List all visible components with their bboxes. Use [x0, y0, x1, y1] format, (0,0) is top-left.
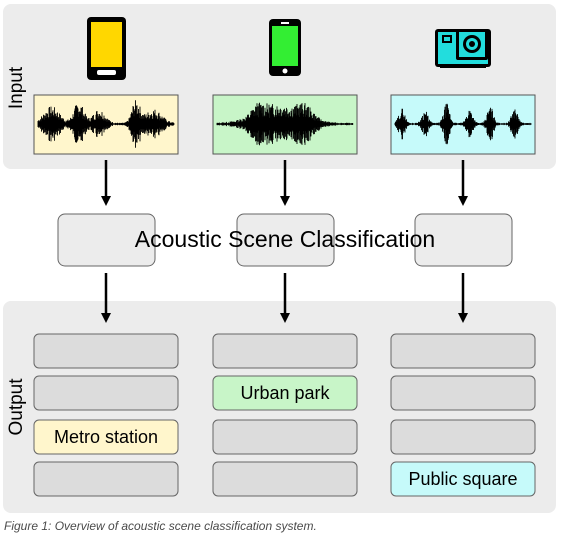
output-class-label: Urban park: [240, 383, 330, 403]
output-class-box-active: [390, 461, 536, 497]
waveform-box-3: [390, 94, 536, 155]
output-class-box: [390, 419, 536, 455]
output-label: Output: [6, 378, 27, 436]
classifier-box: [414, 213, 513, 267]
input-label: Input: [6, 66, 27, 109]
output-class-label: Public square: [408, 469, 517, 489]
output-class-box: [212, 461, 358, 497]
classifier-box: [236, 213, 335, 267]
audio-waveform: [37, 100, 175, 148]
classifier-label: Acoustic Scene Classification: [135, 226, 435, 252]
output-class-box: [212, 419, 358, 455]
audio-waveform: [394, 103, 532, 145]
output-class-box: [390, 375, 536, 411]
output-class-box-active: [212, 375, 358, 411]
waveform-box-1: [33, 94, 179, 155]
classifier-box: [57, 213, 156, 267]
smartphone-icon: [269, 19, 301, 76]
waveform-box-2: [212, 94, 358, 155]
output-class-box: [390, 333, 536, 369]
smartphone-icon: [87, 17, 126, 80]
output-class-label: Metro station: [54, 427, 158, 447]
output-class-box: [212, 333, 358, 369]
figure-caption: Figure 1: Overview of acoustic scene cla…: [4, 519, 317, 533]
output-class-box: [33, 375, 179, 411]
output-class-box: [33, 461, 179, 497]
audio-waveform: [216, 102, 354, 146]
action-camera-icon: [435, 29, 491, 68]
output-class-box: [33, 333, 179, 369]
output-class-box-active: [33, 419, 179, 455]
